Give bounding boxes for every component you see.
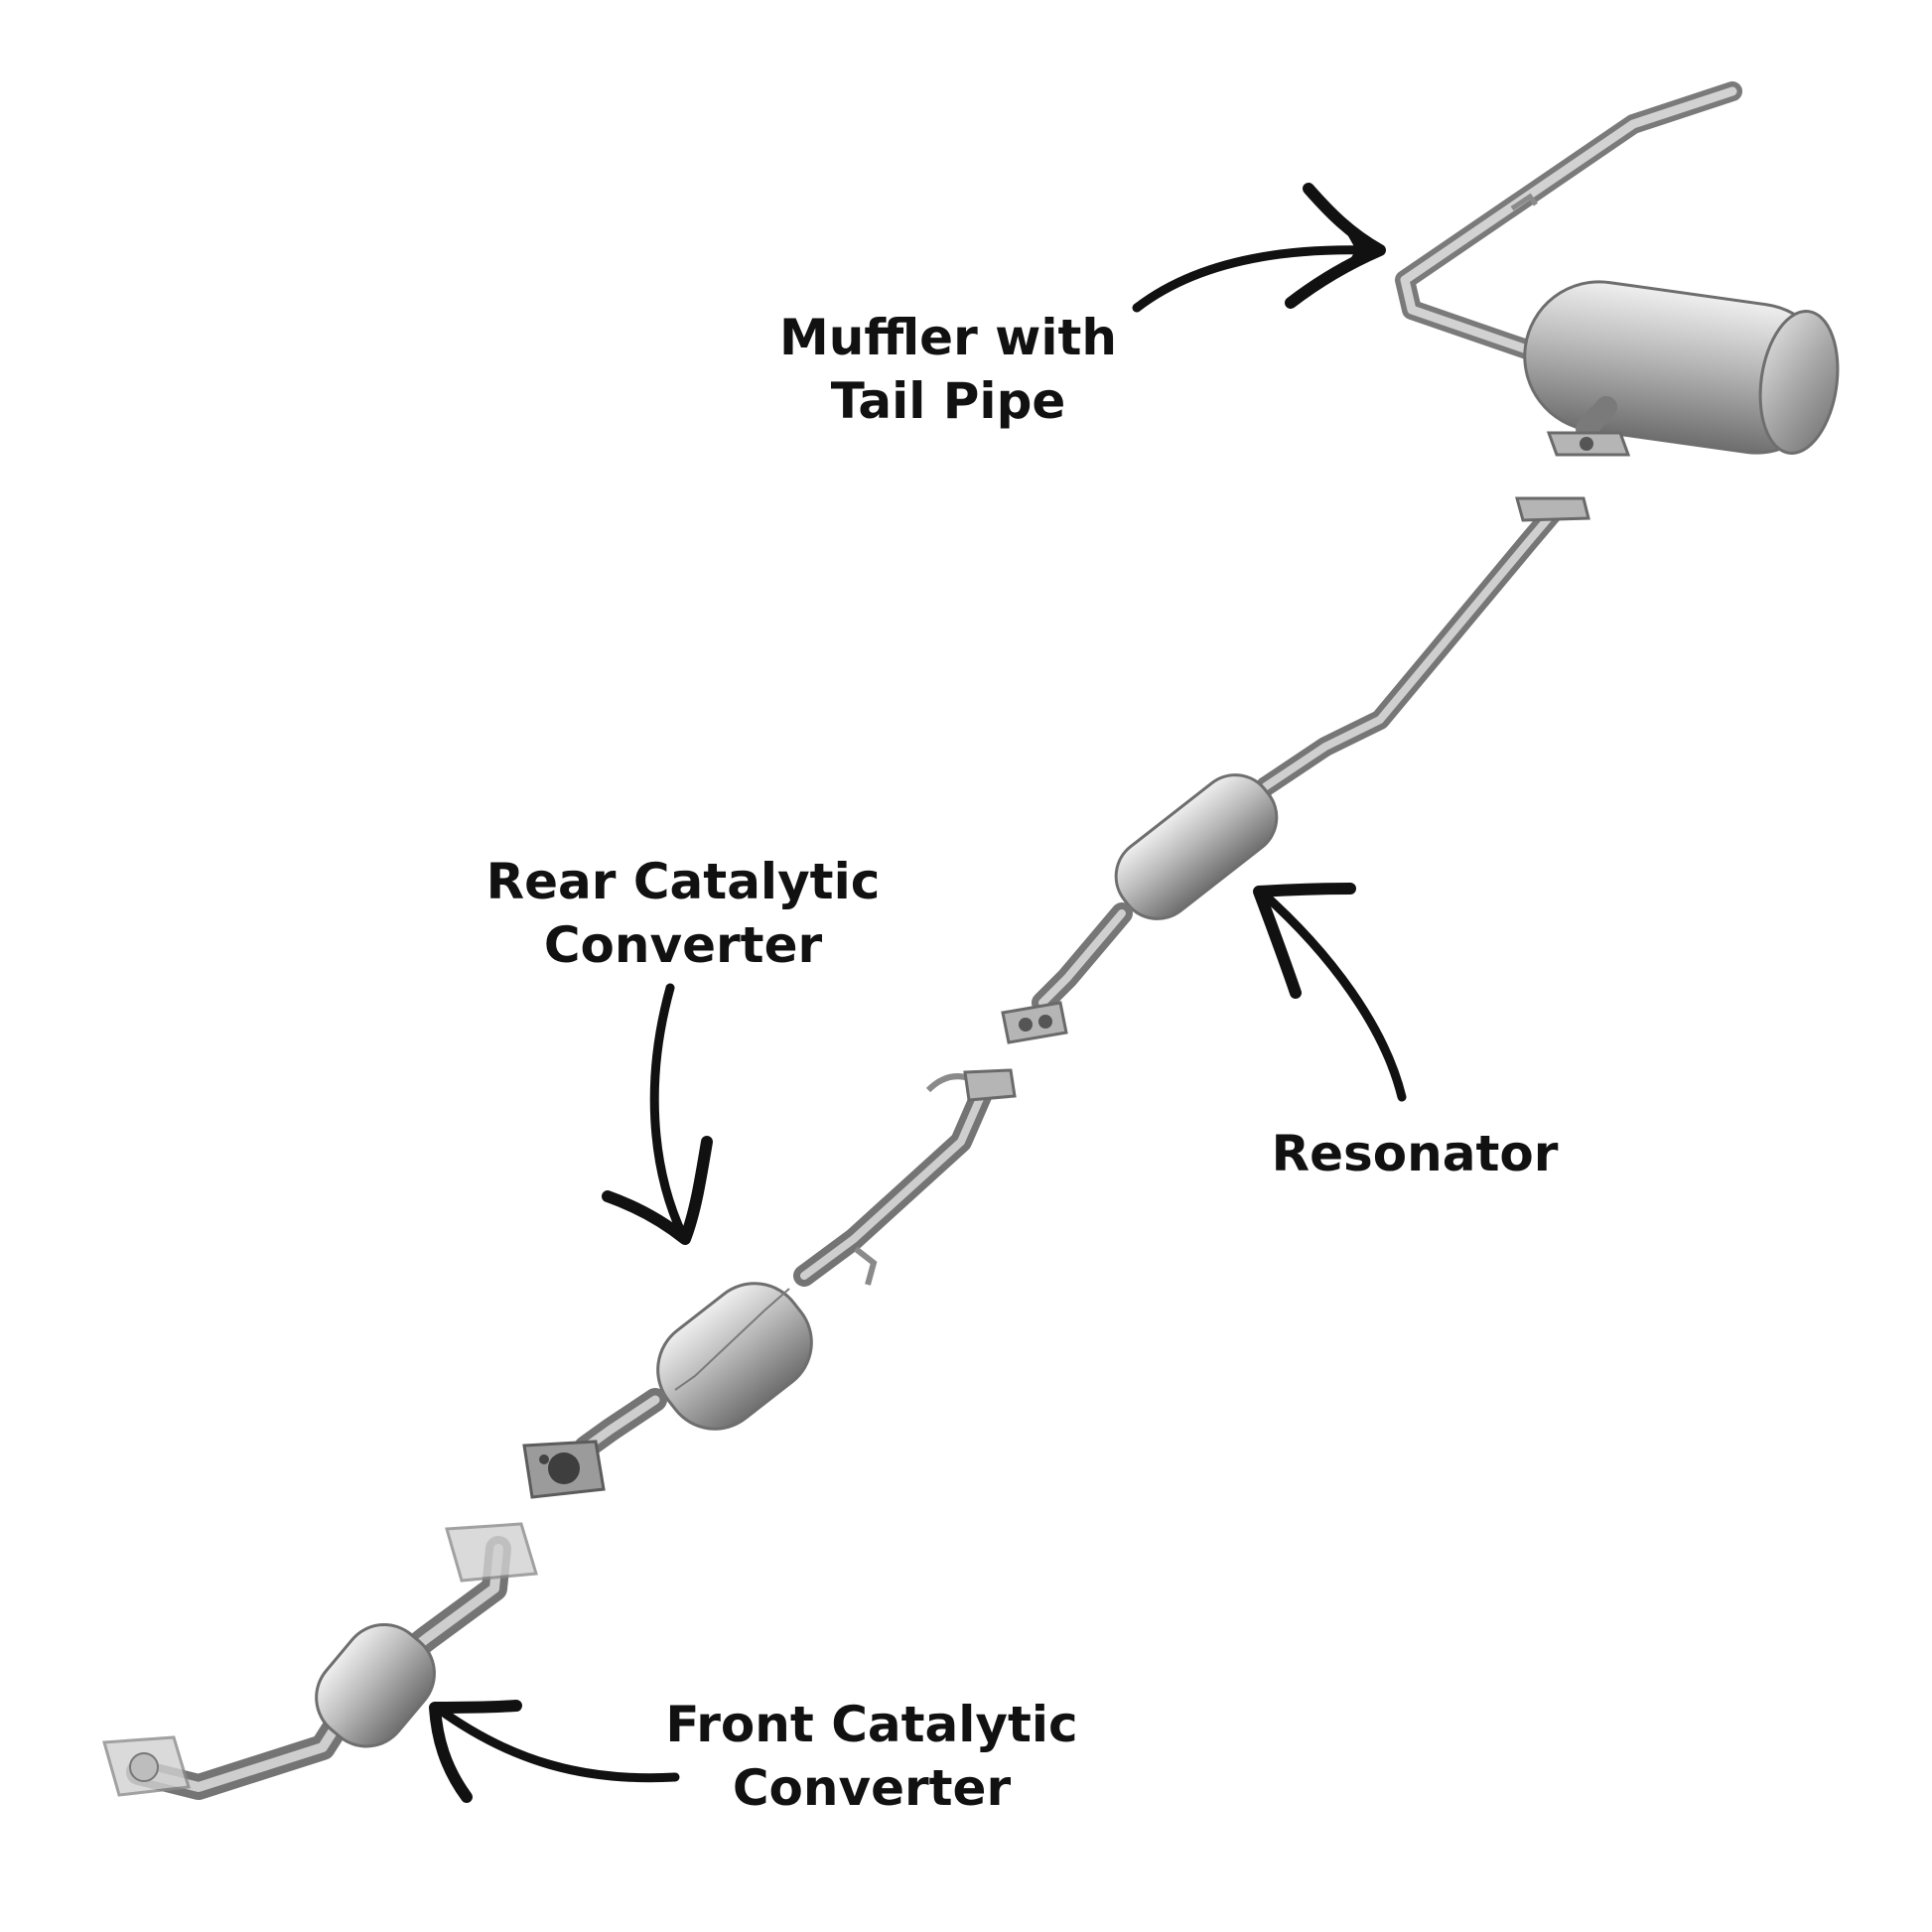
resonator-pipe xyxy=(1003,498,1588,1042)
label-muffler-with-tail-pipe: Muffler with Tail Pipe xyxy=(779,306,1117,433)
label-resonator: Resonator xyxy=(1272,1122,1559,1185)
front-catalytic-converter xyxy=(104,1524,536,1795)
label-line: Rear Catalytic xyxy=(486,850,881,913)
label-line: Resonator xyxy=(1272,1122,1559,1185)
front-cat-arrow xyxy=(435,1706,675,1797)
rear-cat-arrow xyxy=(608,988,707,1239)
rear-catalytic-converter xyxy=(524,1070,1015,1497)
label-line: Converter xyxy=(486,913,881,977)
label-line: Front Catalytic xyxy=(665,1693,1077,1756)
muffler-with-tail-pipe xyxy=(1405,91,1847,463)
resonator-arrow xyxy=(1259,889,1402,1097)
muffler-arrow xyxy=(1137,189,1380,308)
label-line: Muffler with xyxy=(779,306,1117,369)
label-rear-catalytic-converter: Rear Catalytic Converter xyxy=(486,850,881,977)
label-line: Tail Pipe xyxy=(779,369,1117,433)
label-line: Converter xyxy=(665,1756,1077,1820)
label-front-catalytic-converter: Front Catalytic Converter xyxy=(665,1693,1077,1820)
